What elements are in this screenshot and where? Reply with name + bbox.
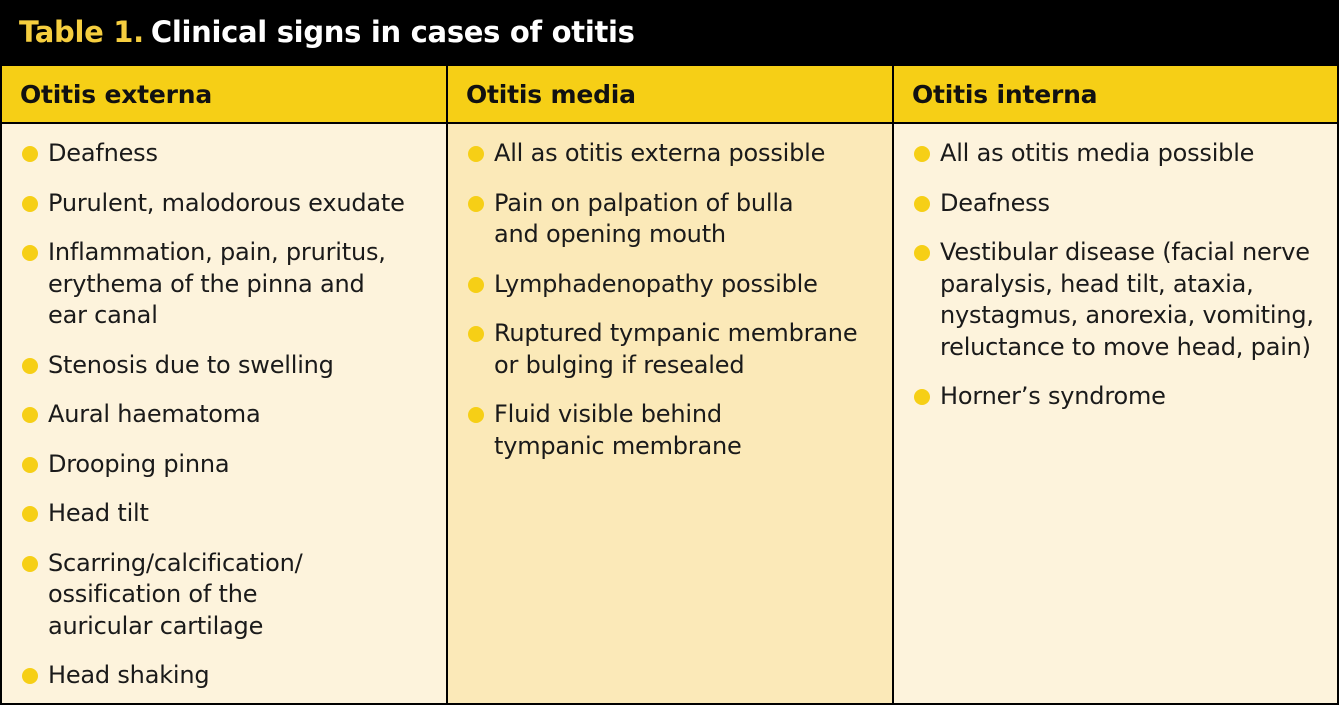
bullet-dot-icon (22, 456, 38, 473)
list-item-text: Head tilt (48, 499, 149, 527)
bullet-dot-icon (22, 506, 38, 522)
list-item-text: All as otitis media possible (940, 139, 1255, 167)
bullet-dot-icon (22, 357, 38, 374)
list-item-text: Purulent, malodorous exudate (48, 188, 405, 217)
bullet-dot-icon (914, 245, 930, 261)
bullet-dot-icon (22, 555, 38, 572)
list-item-text: Vestibular disease (facial nerve paralys… (940, 238, 1314, 361)
list-item-text: Stenosis due to swelling (48, 350, 334, 379)
list-item-text: Inflammation, pain, pruritus, erythema o… (48, 238, 386, 329)
bullet-dot-icon (22, 407, 38, 423)
list-item-text: Fluid visible behind tympanic membrane (494, 400, 742, 460)
list-item: Vestibular disease (facial nerve paralys… (912, 237, 1329, 363)
list-item: Aural haematoma (20, 399, 438, 431)
list-item: Deafness (20, 138, 438, 170)
bullet-dot-icon (468, 146, 484, 162)
list-item-text: Scarring/calcification/ ossification of … (48, 548, 303, 640)
table-title: Table 1. Clinical signs in cases of otit… (0, 0, 1339, 64)
list-item: Head tilt (20, 498, 438, 530)
list-item: Purulent, malodorous exudate (20, 188, 438, 220)
column-header-otitis-externa: Otitis externa (2, 66, 446, 122)
list-item-text: Pain on palpation of bulla and opening m… (494, 188, 794, 249)
list-item: Deafness (912, 188, 1329, 220)
list-item-text: Lymphadenopathy possible (494, 269, 818, 298)
list-item-text: Aural haematoma (48, 400, 261, 428)
table-grid: Otitis externa Otitis media Otitis inter… (2, 66, 1337, 703)
bullet-dot-icon (914, 195, 930, 212)
bullet-dot-icon (22, 146, 38, 162)
list-item: Pain on palpation of bulla and opening m… (466, 188, 884, 251)
list-item: Horner’s syndrome (912, 381, 1329, 413)
list-item-text: Deafness (48, 139, 158, 167)
bullet-dot-icon (468, 276, 484, 293)
bullet-dot-icon (22, 195, 38, 212)
table-number: Table 1. (19, 15, 144, 49)
list-item-text: Horner’s syndrome (940, 382, 1166, 410)
list-item: All as otitis externa possible (466, 138, 884, 170)
list-item: Stenosis due to swelling (20, 350, 438, 382)
list-item-text: Ruptured tympanic membrane or bulging if… (494, 319, 858, 379)
bullet-dot-icon (914, 389, 930, 405)
list-item: Scarring/calcification/ ossification of … (20, 548, 438, 643)
list-item: Inflammation, pain, pruritus, erythema o… (20, 237, 438, 332)
list-item: Fluid visible behind tympanic membrane (466, 399, 884, 462)
column-header-otitis-media: Otitis media (448, 66, 892, 122)
list-item-text: Head shaking (48, 661, 210, 689)
list-item: All as otitis media possible (912, 138, 1329, 170)
bullet-dot-icon (468, 326, 484, 342)
list-item-text: Drooping pinna (48, 449, 230, 478)
list-item: Lymphadenopathy possible (466, 269, 884, 301)
bullet-dot-icon (468, 407, 484, 423)
list-item: Drooping pinna (20, 449, 438, 481)
column-header-otitis-interna: Otitis interna (894, 66, 1337, 122)
bullet-dot-icon (468, 195, 484, 212)
table-title-text: Clinical signs in cases of otitis (150, 15, 635, 49)
list-item-text: All as otitis externa possible (494, 139, 826, 167)
bullet-dot-icon (22, 245, 38, 261)
bullet-dot-icon (914, 146, 930, 162)
bullet-dot-icon (22, 668, 38, 684)
list-item: Ruptured tympanic membrane or bulging if… (466, 318, 884, 381)
list-item: Head shaking (20, 660, 438, 692)
list-item-text: Deafness (940, 188, 1050, 217)
